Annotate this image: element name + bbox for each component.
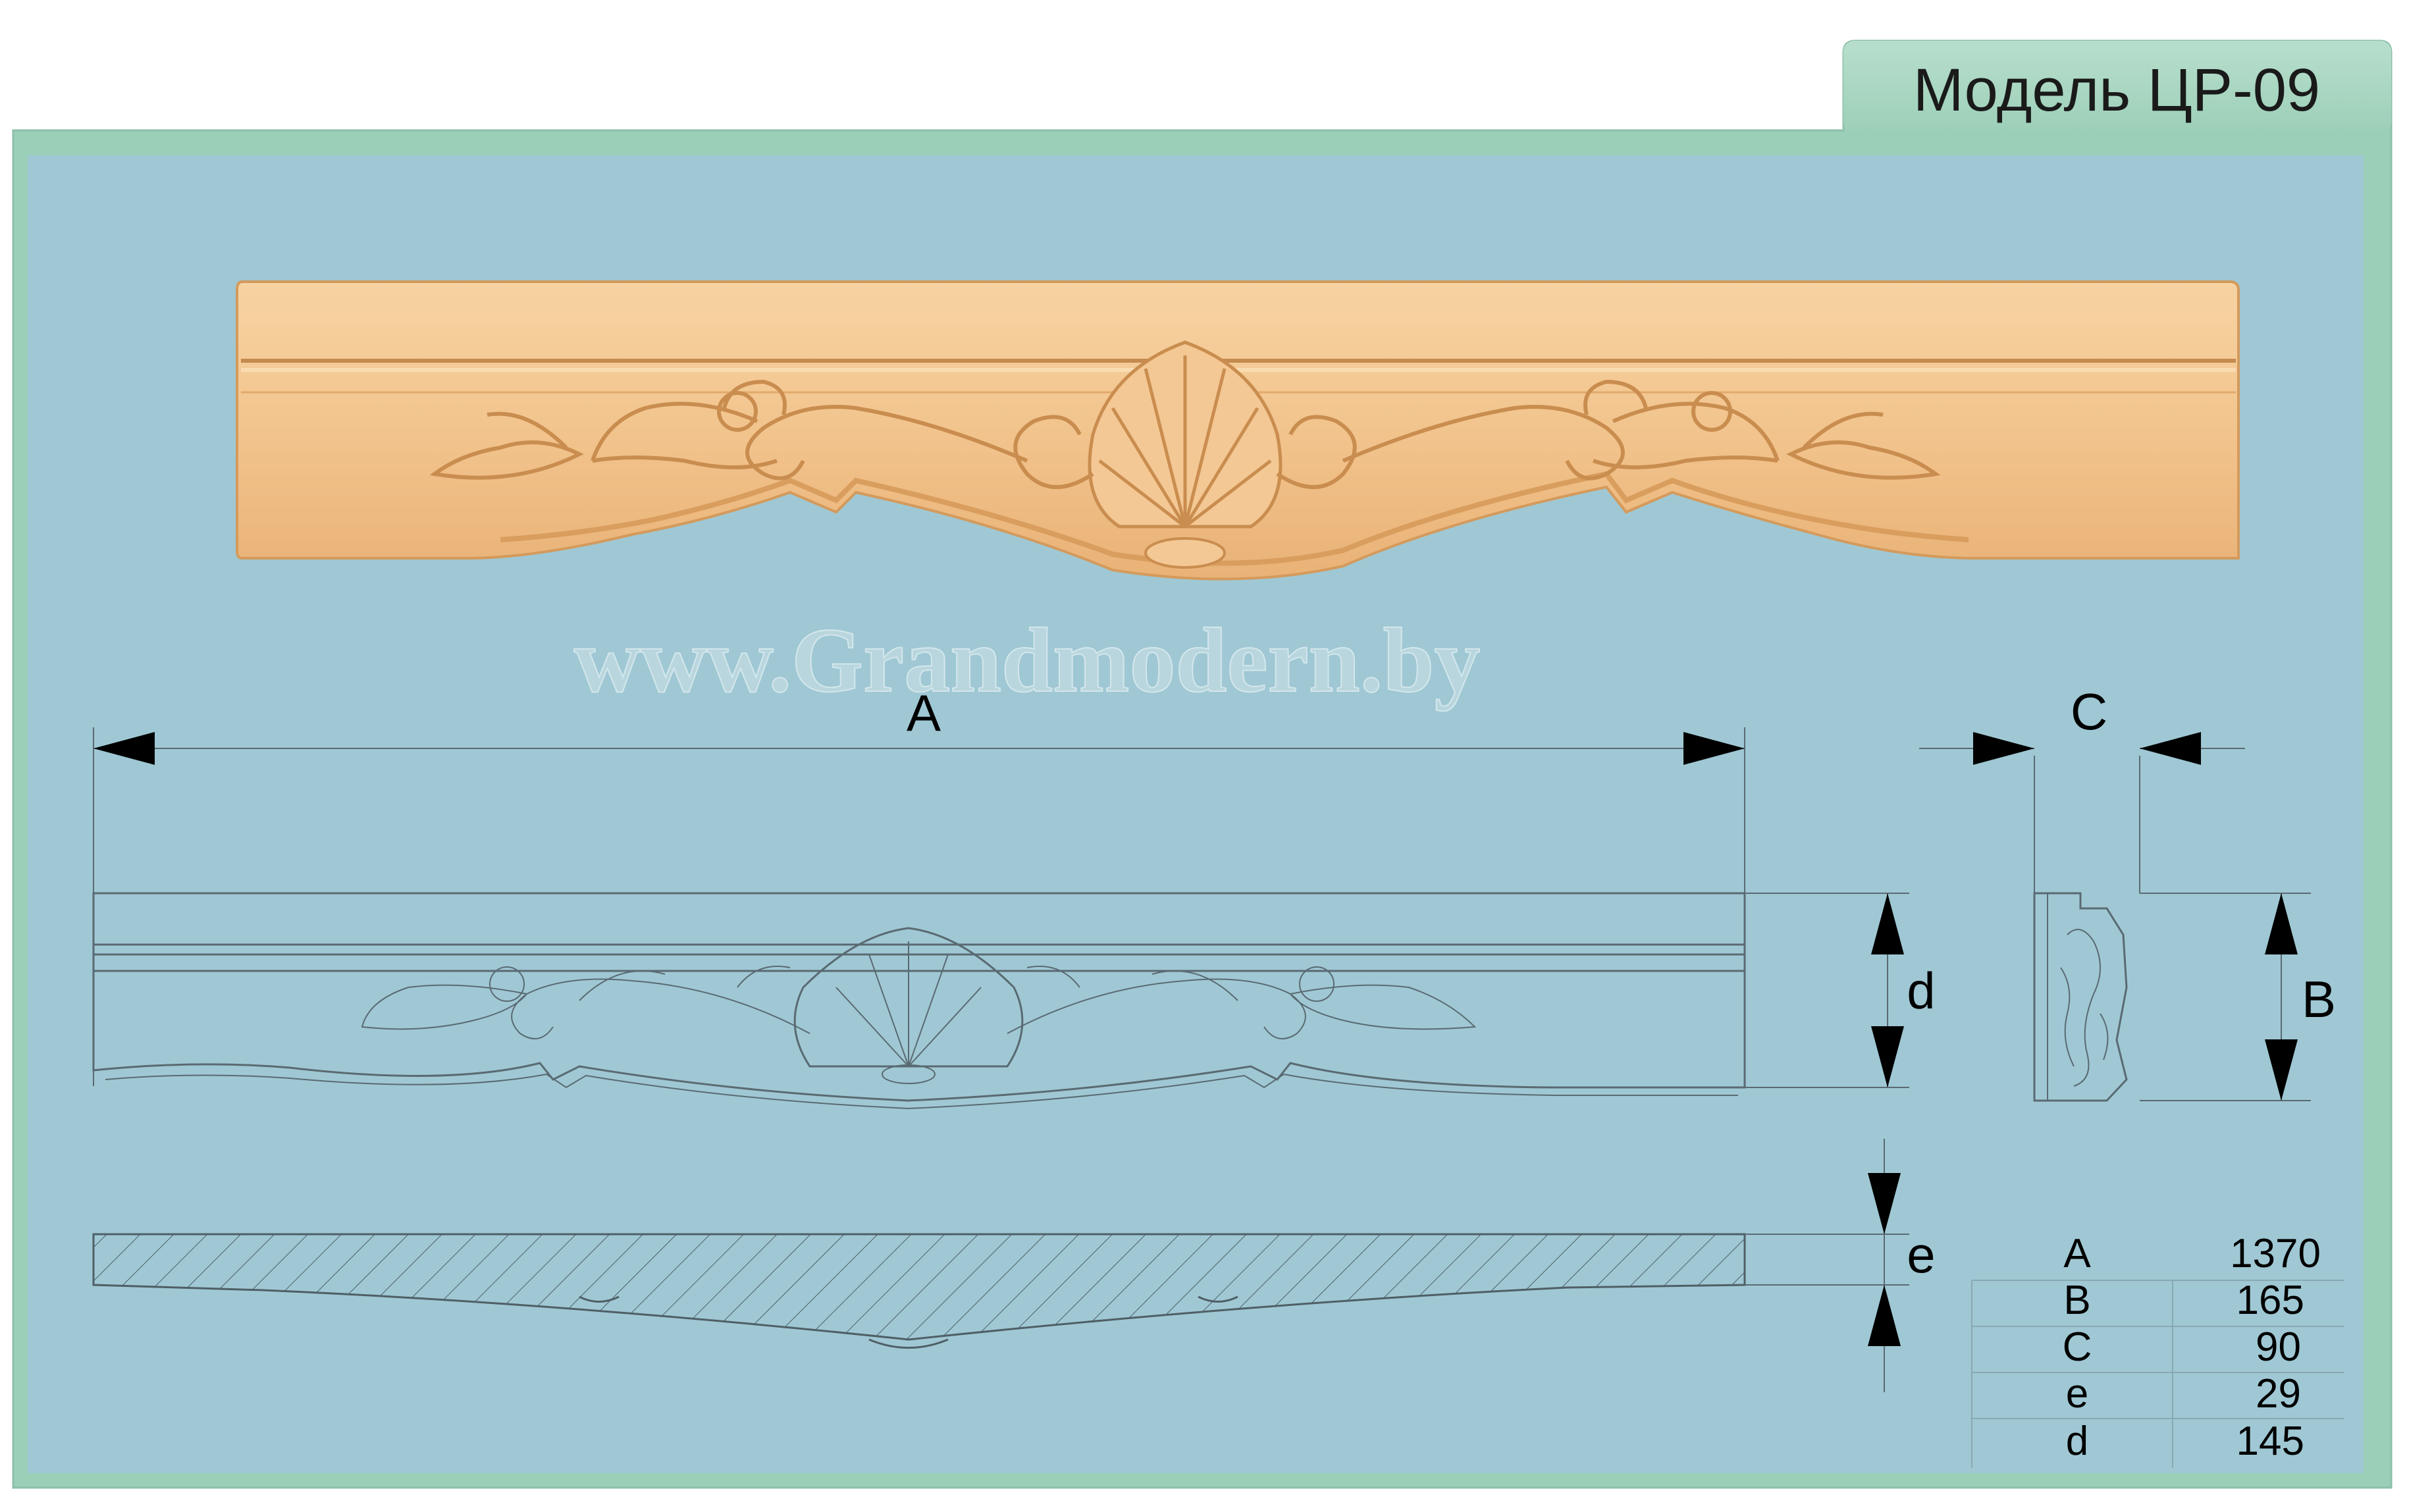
front-view-drawing [92, 727, 1909, 1110]
shell-carving [1088, 340, 1283, 569]
spec-value: 90 [2256, 1324, 2301, 1370]
spec-key: e [2066, 1371, 2088, 1417]
section-view-drawing [92, 1233, 1909, 1349]
spec-value: 29 [2256, 1371, 2301, 1417]
spec-key: B [2063, 1278, 2090, 1323]
watermark: www.Grandmodern.by [574, 610, 1481, 712]
spec-key: C [2063, 1324, 2092, 1370]
dimension-d: d [1871, 893, 1936, 1087]
dimension-b: B [2265, 893, 2336, 1101]
dimension-a-label: A [907, 684, 941, 742]
spec-table-grid [1971, 1280, 2344, 1468]
dimension-a: A [93, 684, 1745, 765]
dimension-d-label: d [1907, 962, 1935, 1020]
side-view-drawing [2033, 756, 2311, 1102]
dimension-e: e [1868, 1139, 1936, 1392]
scroll-carving-right [1276, 379, 1941, 489]
dimension-b-label: B [2302, 970, 2336, 1028]
dimension-c: C [1919, 683, 2245, 765]
spec-value: 165 [2236, 1278, 2304, 1323]
spec-key: A [2063, 1231, 2091, 1276]
spec-key: d [2066, 1419, 2088, 1464]
product-photo [236, 280, 2240, 581]
spec-value: 145 [2236, 1419, 2304, 1464]
spec-table: A 1370 B 165 C 90 e 29 d 145 [2063, 1231, 2321, 1464]
dimension-c-label: C [2071, 683, 2107, 741]
scroll-carving-left [429, 379, 1094, 489]
spec-value: 1370 [2230, 1231, 2321, 1276]
model-title: Модель ЦР-09 [1913, 57, 2320, 124]
dimension-e-label: e [1907, 1226, 1935, 1284]
